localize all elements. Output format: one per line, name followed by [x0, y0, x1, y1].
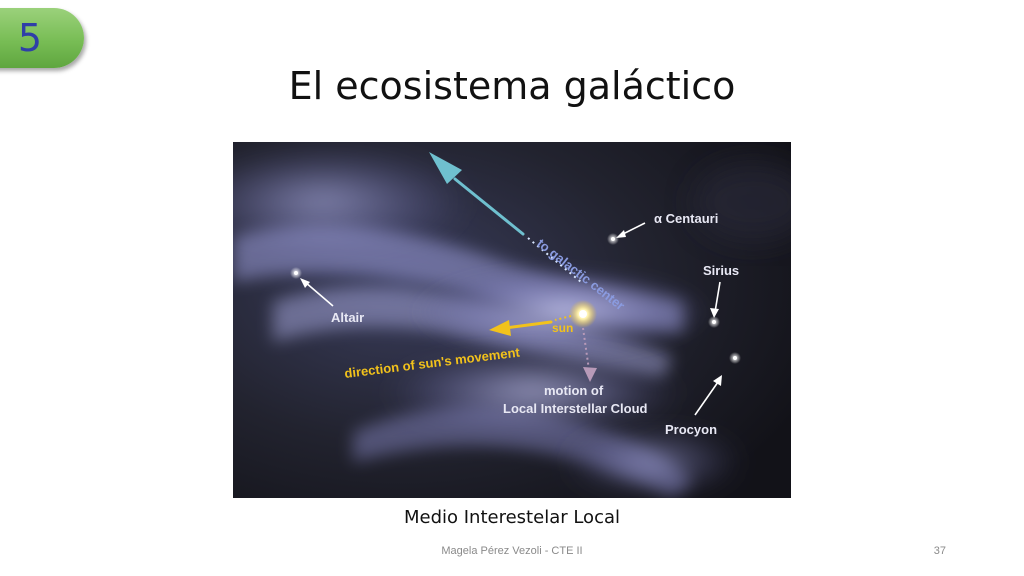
- cloud-motion-label-line2: Local Interstellar Cloud: [503, 401, 648, 416]
- altair-label: Altair: [331, 310, 364, 325]
- page-number: 37: [933, 545, 946, 557]
- interstellar-cloud-illustration: to galactic center sun direction of sun'…: [233, 142, 791, 498]
- slide-number-badge: 5: [0, 8, 84, 68]
- sun-direction-arrow: [489, 315, 572, 336]
- sun-core: [579, 310, 587, 318]
- alpha-centauri-label: α Centauri: [654, 211, 718, 226]
- slide-title: El ecosistema galáctico: [288, 64, 736, 108]
- slide-number: 5: [17, 16, 43, 60]
- sun-label: sun: [552, 321, 573, 335]
- footer-author: Magela Pérez Vezoli - CTE II: [441, 545, 583, 557]
- sirius-star: [708, 281, 721, 328]
- nebula-cloud: [233, 147, 791, 498]
- altair-star: [290, 267, 334, 307]
- cloud-motion-arrow: [582, 327, 597, 382]
- illustration-svg: to galactic center sun direction of sun'…: [233, 142, 791, 498]
- procyon-star: [694, 352, 741, 416]
- alpha-centauri-star: [607, 222, 646, 245]
- procyon-label: Procyon: [665, 422, 717, 437]
- figure-caption: Medio Interestelar Local: [403, 507, 620, 528]
- galactic-center-arrow: [429, 152, 582, 283]
- sirius-label: Sirius: [703, 263, 739, 278]
- cloud-motion-label-line1: motion of: [544, 383, 604, 398]
